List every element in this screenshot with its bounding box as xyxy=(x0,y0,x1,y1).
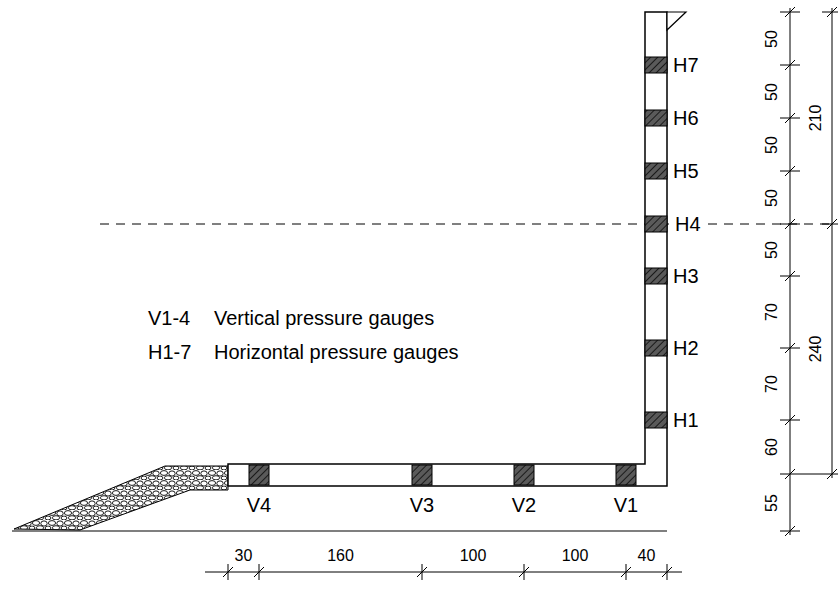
legend-text: Horizontal pressure gauges xyxy=(214,342,459,362)
vertical-pressure-gauge xyxy=(514,465,534,485)
dimension-tick xyxy=(785,469,795,479)
dimension-tick xyxy=(822,12,838,13)
gauge-label: H4 xyxy=(673,214,703,234)
dimension-tick xyxy=(662,567,672,577)
dimension-value: 100 xyxy=(562,548,589,564)
horizontal-pressure-gauge xyxy=(645,163,667,179)
dimension-tick xyxy=(785,415,795,425)
dimension-value: 50 xyxy=(764,83,780,101)
dimension-tick xyxy=(785,7,795,17)
dimension-tick xyxy=(621,567,631,577)
gauge-label: H3 xyxy=(673,266,699,286)
ground-line xyxy=(12,530,667,531)
gauge-label: H7 xyxy=(673,55,699,75)
dimension-tick xyxy=(785,271,795,281)
vertical-pressure-gauge xyxy=(412,465,432,485)
dimension-value: 60 xyxy=(764,438,780,456)
gauge-label: V4 xyxy=(247,495,271,515)
gauge-label: H6 xyxy=(673,108,699,128)
dimension-tick xyxy=(785,343,795,353)
vertical-pressure-gauge xyxy=(249,465,269,485)
horizontal-pressure-gauge xyxy=(645,340,667,356)
dimension-value: 50 xyxy=(764,189,780,207)
dimension-tick xyxy=(785,219,795,229)
horizontal-pressure-gauge xyxy=(645,268,667,284)
wall-top-marker xyxy=(667,12,686,30)
gauge-label: V2 xyxy=(512,495,536,515)
dimension-tick xyxy=(822,224,838,225)
rubble-toe xyxy=(14,466,228,530)
dimension-line xyxy=(205,572,682,573)
horizontal-pressure-gauge xyxy=(645,412,667,428)
horizontal-pressure-gauge xyxy=(645,57,667,73)
dimension-tick xyxy=(254,567,264,577)
dimension-tick xyxy=(417,567,427,577)
dimension-value: 30 xyxy=(235,548,253,564)
dimension-tick xyxy=(827,7,837,17)
dimension-extension xyxy=(800,474,822,475)
dimension-tick xyxy=(785,526,795,536)
dimension-tick xyxy=(785,113,795,123)
gauge-label: H2 xyxy=(673,338,699,358)
dimension-tick xyxy=(827,469,837,479)
dimension-tick xyxy=(822,474,838,475)
dimension-tick xyxy=(827,219,837,229)
dimension-value: 100 xyxy=(460,548,487,564)
dimension-value: 210 xyxy=(808,105,824,132)
dimension-value: 70 xyxy=(764,375,780,393)
dimension-tick xyxy=(223,567,233,577)
dimension-value: 70 xyxy=(764,303,780,321)
legend-text: Vertical pressure gauges xyxy=(214,308,434,328)
gauge-label: H1 xyxy=(673,410,699,430)
dimension-line xyxy=(832,8,833,478)
dimension-value: 50 xyxy=(764,30,780,48)
legend-key: V1-4 xyxy=(148,308,190,328)
dimension-value: 50 xyxy=(764,136,780,154)
dimension-tick xyxy=(519,567,529,577)
water-level-line xyxy=(100,224,836,225)
l-shaped-wall xyxy=(228,12,667,486)
dimension-line xyxy=(790,8,791,535)
dimension-value: 240 xyxy=(808,336,824,363)
gauge-label: V3 xyxy=(410,495,434,515)
horizontal-pressure-gauge xyxy=(645,110,667,126)
horizontal-pressure-gauge xyxy=(645,216,667,232)
legend-key: H1-7 xyxy=(148,342,191,362)
gauge-label: V1 xyxy=(614,495,638,515)
gauge-label: H5 xyxy=(673,161,699,181)
dimension-value: 40 xyxy=(638,548,656,564)
vertical-pressure-gauge xyxy=(616,465,636,485)
dimension-value: 55 xyxy=(764,494,780,512)
dimension-value: 160 xyxy=(327,548,354,564)
dimension-tick xyxy=(785,60,795,70)
dimension-value: 50 xyxy=(764,241,780,259)
dimension-tick xyxy=(785,166,795,176)
